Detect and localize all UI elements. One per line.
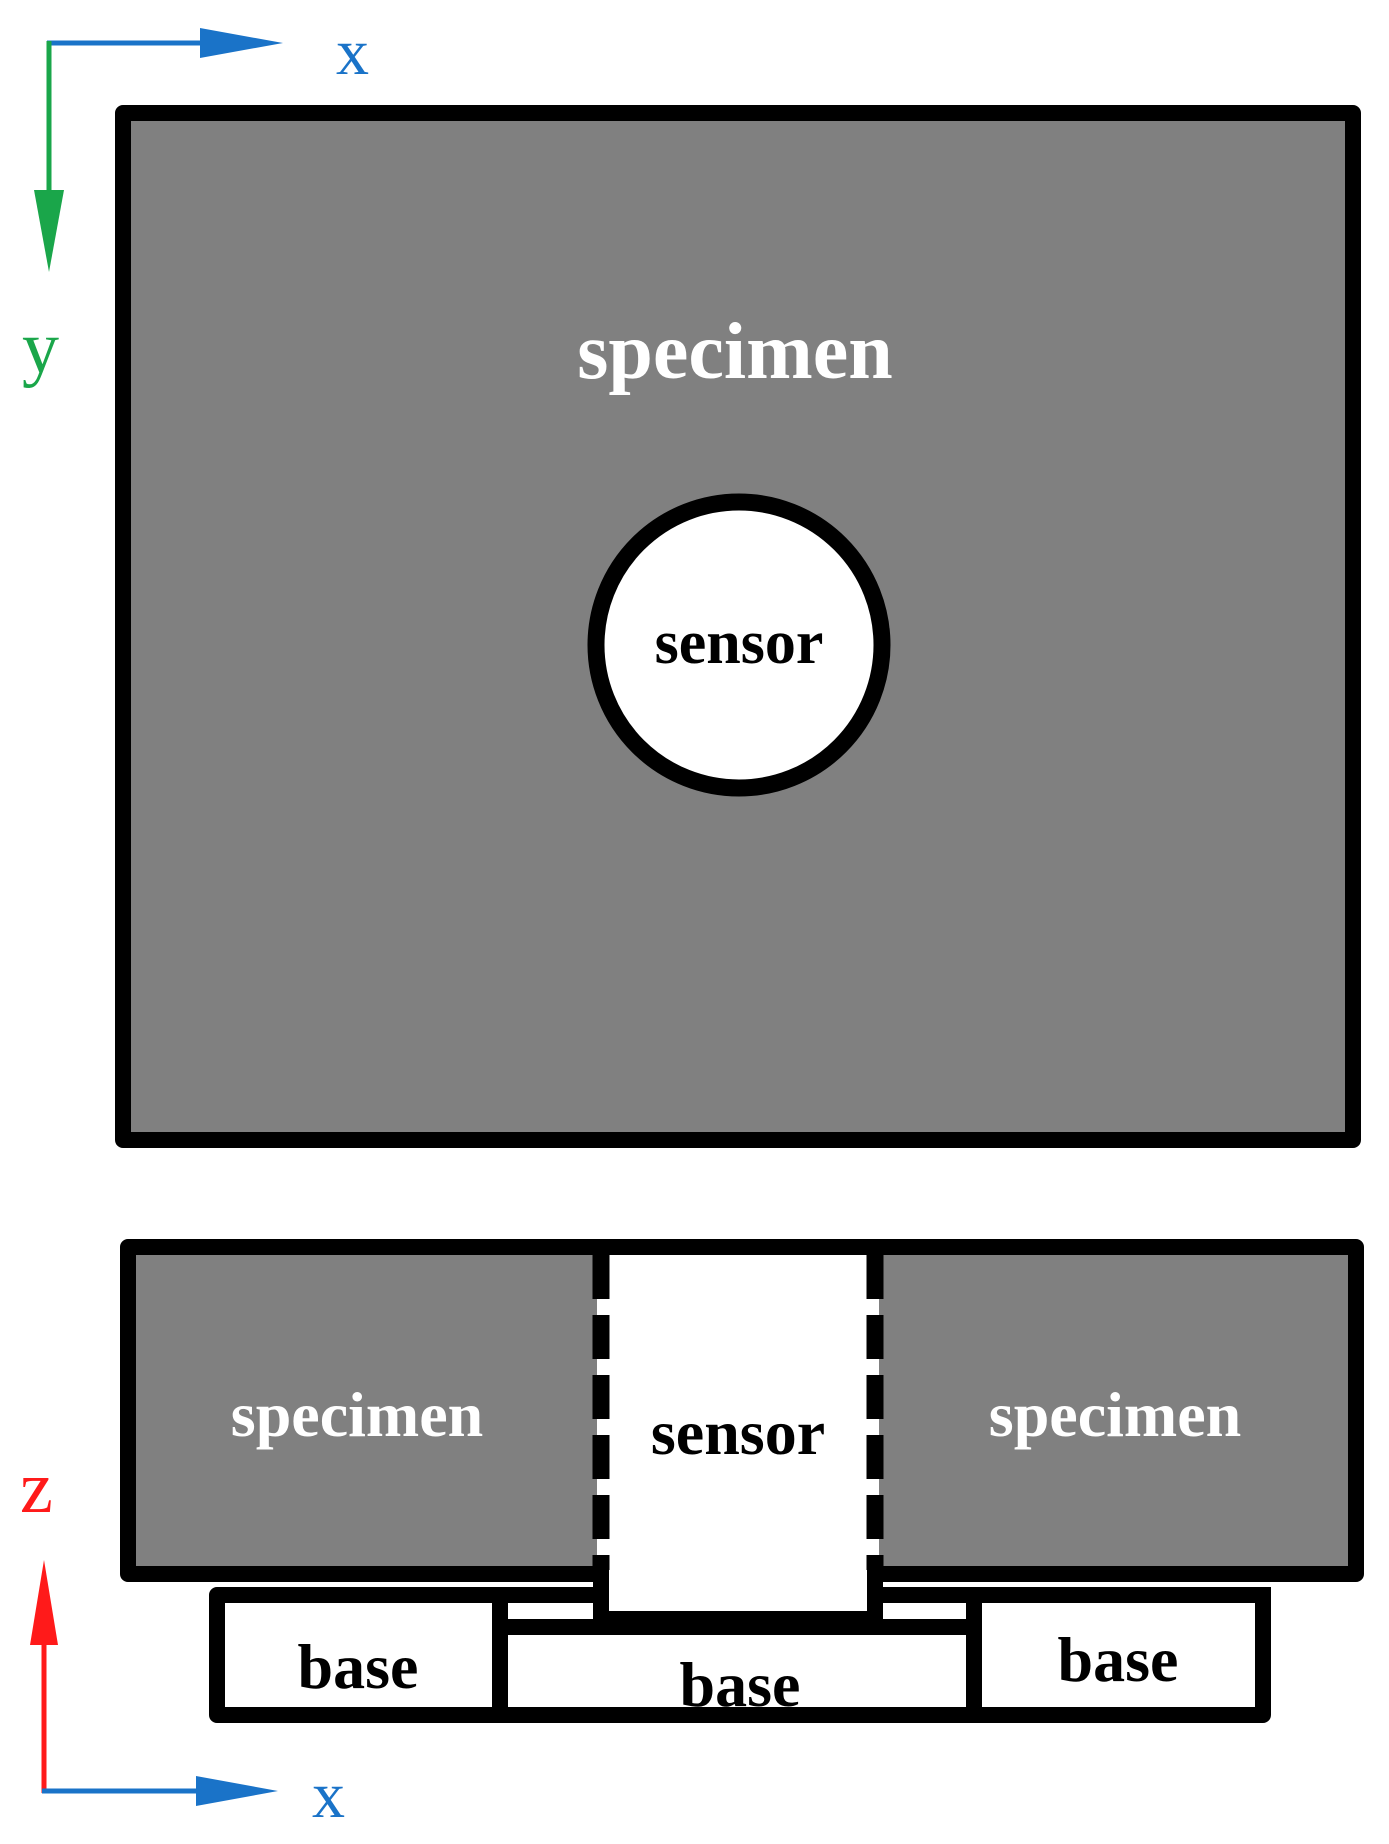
side-x-axis-arrowhead — [196, 1776, 278, 1806]
side-specimen-right-label: specimen — [989, 1379, 1241, 1450]
top-x-axis-arrowhead — [200, 28, 283, 58]
base-left-top-band — [217, 1587, 508, 1603]
top-axis-indicator: x y — [22, 16, 369, 389]
side-sensor-body — [597, 1255, 879, 1616]
top-view: x y specimen sensor — [22, 16, 1361, 1148]
side-x-axis-label: x — [312, 1759, 345, 1832]
top-specimen-label: specimen — [577, 308, 893, 396]
top-y-axis-label: y — [22, 307, 59, 389]
top-x-axis-label: x — [336, 16, 369, 89]
top-sensor-label: sensor — [655, 609, 824, 677]
side-sensor-label: sensor — [651, 1397, 825, 1468]
base-right-top-band — [966, 1587, 1271, 1603]
side-z-axis-arrowhead — [30, 1560, 58, 1645]
top-y-axis-arrowhead — [34, 190, 64, 272]
base-left-label: base — [298, 1631, 419, 1702]
top-sensor-circle — [587, 493, 891, 797]
base-right-label: base — [1058, 1624, 1179, 1695]
side-specimen-left-label: specimen — [231, 1379, 483, 1450]
side-view: specimen sensor specimen base base base … — [20, 1239, 1364, 1832]
side-z-axis-label: z — [20, 1447, 53, 1529]
side-axis-indicator: z x — [20, 1447, 345, 1832]
base-center-label: base — [680, 1649, 801, 1720]
